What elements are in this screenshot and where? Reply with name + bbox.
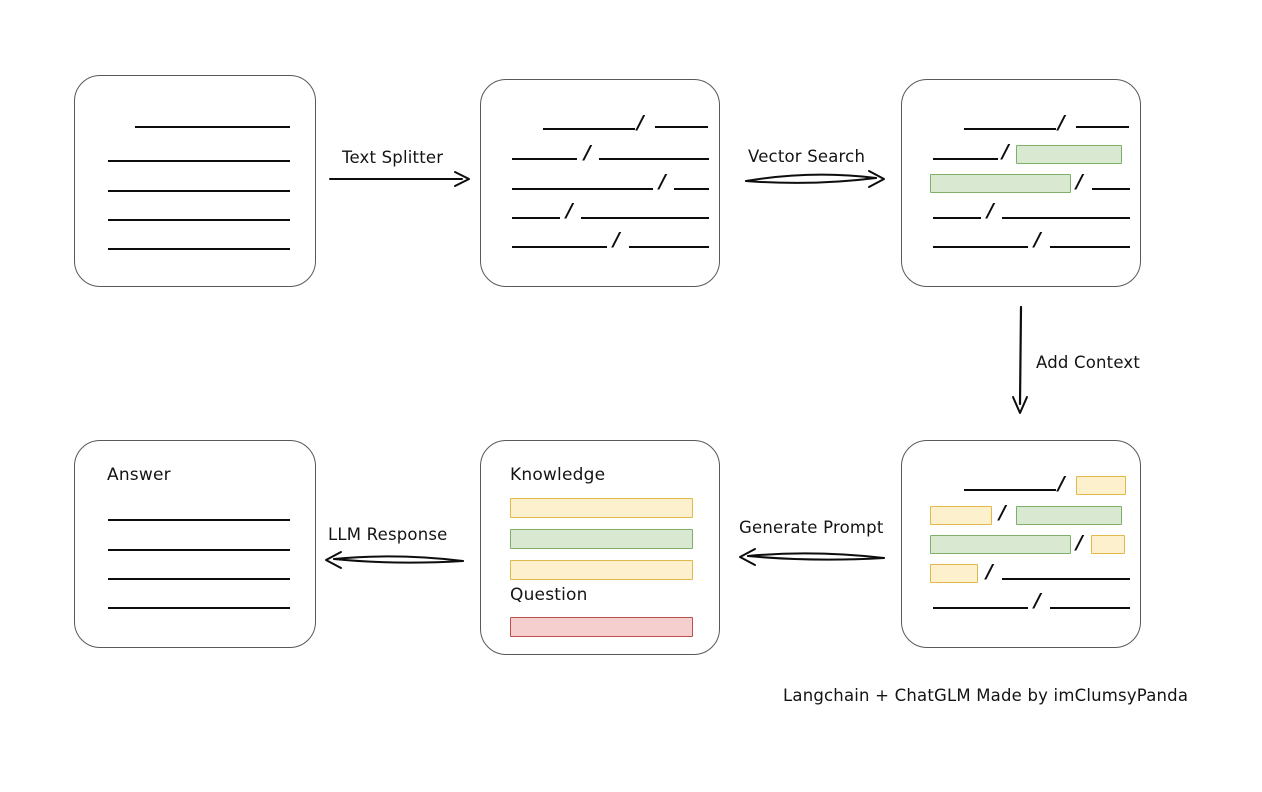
node-prompt-box[interactable]: Knowledge Question [480, 440, 720, 655]
text-rule [964, 489, 1056, 491]
text-rule [108, 160, 290, 162]
edge-vector-search [745, 170, 885, 188]
knowledge-chip-yellow [510, 498, 693, 518]
chunk-separator: / [1002, 140, 1009, 163]
text-rule [108, 190, 290, 192]
text-rule [512, 158, 577, 160]
text-rule [1092, 188, 1130, 190]
edge-text-splitter [329, 171, 470, 187]
text-rule [933, 158, 998, 160]
chunk-separator: / [1076, 170, 1083, 193]
edge-label-text-splitter: Text Splitter [342, 148, 444, 167]
chunk-separator: / [999, 501, 1006, 524]
answer-label: Answer [107, 465, 171, 485]
chunk-chip-yellow [930, 506, 992, 525]
footer-credit: Langchain + ChatGLM Made by imClumsyPand… [783, 686, 1189, 705]
edge-label-vector-search: Vector Search [748, 147, 866, 166]
text-rule [655, 126, 708, 128]
text-rule [512, 246, 607, 248]
knowledge-label: Knowledge [510, 465, 606, 485]
node-vector-matched-document[interactable]: / / / / / [901, 79, 1141, 287]
chunk-chip-green [930, 174, 1071, 193]
chunk-chip-green [1016, 506, 1122, 525]
node-source-document[interactable] [74, 75, 316, 287]
text-rule [543, 128, 635, 130]
edge-add-context [1012, 305, 1028, 414]
node-answer-box[interactable]: Answer [74, 440, 316, 648]
chunk-separator: / [1076, 531, 1083, 554]
chunk-separator: / [1034, 589, 1041, 612]
text-rule [108, 549, 290, 551]
text-rule [108, 219, 290, 221]
text-rule [933, 607, 1028, 609]
edge-label-add-context: Add Context [1036, 353, 1141, 372]
text-rule [1002, 217, 1130, 219]
chunk-separator: / [613, 228, 620, 251]
text-rule [629, 246, 709, 248]
text-rule [512, 217, 560, 219]
chunk-chip-yellow [1091, 535, 1125, 554]
chunk-chip-yellow [930, 564, 978, 583]
question-label: Question [510, 585, 588, 605]
node-context-document[interactable]: / / / / / [901, 440, 1141, 648]
text-rule [599, 158, 709, 160]
question-chip-red [510, 617, 693, 637]
chunk-chip-green [1016, 145, 1122, 164]
chunk-separator: / [566, 199, 573, 222]
chunk-separator: / [1034, 228, 1041, 251]
chunk-separator: / [986, 560, 993, 583]
text-rule [1050, 246, 1130, 248]
chunk-separator: / [1058, 111, 1065, 134]
knowledge-chip-yellow [510, 560, 693, 580]
chunk-separator: / [584, 141, 591, 164]
text-rule [581, 217, 709, 219]
text-rule [108, 519, 290, 521]
edge-generate-prompt [739, 548, 885, 566]
text-rule [512, 188, 653, 190]
text-rule [964, 128, 1056, 130]
chunk-separator: / [987, 199, 994, 222]
chunk-separator: / [659, 170, 666, 193]
chunk-separator: / [1058, 472, 1065, 495]
text-rule [1076, 126, 1129, 128]
node-split-document[interactable]: / / / / / [480, 79, 720, 287]
edge-label-generate-prompt: Generate Prompt [739, 518, 884, 537]
text-rule [674, 188, 709, 190]
chunk-chip-green [930, 535, 1071, 554]
text-rule [135, 126, 290, 128]
text-rule [108, 607, 290, 609]
text-rule [933, 246, 1028, 248]
chunk-chip-yellow [1076, 476, 1126, 495]
text-rule [108, 248, 290, 250]
text-rule [1002, 578, 1130, 580]
edge-label-llm-response: LLM Response [328, 525, 448, 544]
text-rule [933, 217, 981, 219]
text-rule [1050, 607, 1130, 609]
knowledge-chip-green [510, 529, 693, 549]
text-rule [108, 578, 290, 580]
edge-llm-response [325, 551, 464, 569]
chunk-separator: / [637, 111, 644, 134]
